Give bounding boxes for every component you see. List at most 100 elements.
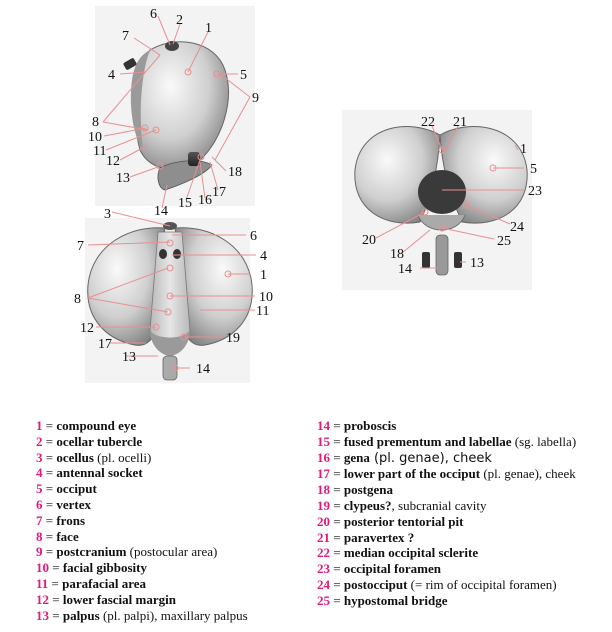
label-11: 11 [93, 144, 106, 159]
legend-item-13: 13 = palpus (pl. palpi), maxillary palpu… [36, 608, 306, 624]
label-21: 21 [453, 115, 467, 130]
legend-term: palpus [63, 608, 100, 623]
legend-item-12: 12 = lower fascial margin [36, 592, 306, 608]
label-13: 13 [470, 256, 484, 271]
label-11: 11 [256, 304, 269, 319]
legend-term: occiput [56, 481, 96, 496]
label-4: 4 [108, 68, 115, 83]
legend-term: vertex [56, 497, 91, 512]
label-1: 1 [520, 142, 527, 157]
label-8: 8 [92, 115, 99, 130]
legend-number: 12 [36, 592, 49, 607]
label-24: 24 [510, 220, 524, 235]
legend-number: 6 [36, 497, 43, 512]
label-1: 1 [260, 268, 267, 283]
legend-number: 8 [36, 529, 43, 544]
legend-item-2: 2 = ocellar tubercle [36, 434, 306, 450]
label-22: 22 [421, 115, 435, 130]
legend-term: clypeus? [344, 498, 392, 513]
legend-number: 13 [36, 608, 49, 623]
legend-note: (pl. ocelli) [94, 450, 151, 465]
label-16: 16 [198, 193, 212, 208]
label-18: 18 [390, 247, 404, 262]
legend-term: ocellus [56, 450, 94, 465]
legend-term: fused prementum and labellae [344, 434, 512, 449]
label-10: 10 [259, 290, 273, 305]
legend-number: 22 [317, 545, 330, 560]
legend-number: 2 [36, 434, 43, 449]
legend-term: compound eye [56, 418, 136, 433]
legend-term: gena [344, 450, 370, 465]
frontal-view [85, 218, 252, 383]
label-4: 4 [260, 249, 267, 264]
legend-item-7: 7 = frons [36, 513, 306, 529]
label-6: 6 [150, 7, 157, 22]
legend-number: 4 [36, 465, 43, 480]
legend-item-4: 4 = antennal socket [36, 465, 306, 481]
legend-item-21: 21 = paravertex ? [317, 530, 609, 546]
legend-term: posterior tentorial pit [344, 514, 464, 529]
legend-number: 14 [317, 418, 330, 433]
label-23: 23 [528, 184, 542, 199]
legend-number: 11 [36, 576, 48, 591]
label-19: 19 [226, 331, 240, 346]
legend-number: 21 [317, 530, 330, 545]
label-17: 17 [212, 185, 226, 200]
legend-number: 1 [36, 418, 43, 433]
legend-item-15: 15 = fused prementum and labellae (sg. l… [317, 434, 609, 450]
legend-number: 3 [36, 450, 43, 465]
label-15: 15 [178, 196, 192, 211]
legend-term: lower fascial margin [63, 592, 176, 607]
legend-item-1: 1 = compound eye [36, 418, 306, 434]
legend-term: postocciput [344, 577, 408, 592]
label-1: 1 [205, 21, 212, 36]
legend-note: (pl. genae), cheek [480, 466, 576, 481]
legend-number: 24 [317, 577, 330, 592]
legend-term: face [56, 529, 78, 544]
label-3: 3 [104, 207, 111, 222]
legend-term: median occipital sclerite [344, 545, 478, 560]
legend-item-11: 11 = parafacial area [36, 576, 306, 592]
legend-note: (pl. palpi), maxillary palpus [100, 608, 248, 623]
legend-term: lower part of the occiput [344, 466, 480, 481]
legend-number: 17 [317, 466, 330, 481]
legend-number: 19 [317, 498, 330, 513]
legend-number: 18 [317, 482, 330, 497]
head-morphology-figure: 6 2 1 7 4 5 9 8 10 11 12 13 18 15 16 17 … [0, 0, 612, 400]
legend-note: (sg. labella) [512, 434, 577, 449]
legend-item-22: 22 = median occipital sclerite [317, 545, 609, 561]
legend-item-18: 18 = postgena [317, 482, 609, 498]
legend-term: occipital foramen [344, 561, 441, 576]
legend-number: 20 [317, 514, 330, 529]
legend-item-24: 24 = postocciput (= rim of occipital for… [317, 577, 609, 593]
legend-term: postcranium [56, 544, 126, 559]
legend-item-19: 19 = clypeus?, subcranial cavity [317, 498, 609, 514]
legend-note: (pl. genae), cheek [370, 451, 492, 466]
label-7: 7 [122, 29, 129, 44]
legend-item-3: 3 = ocellus (pl. ocelli) [36, 450, 306, 466]
label-12: 12 [106, 154, 120, 169]
label-17: 17 [98, 337, 112, 352]
legend-term: paravertex ? [344, 530, 414, 545]
label-14: 14 [398, 262, 412, 277]
legend-term: frons [56, 513, 85, 528]
legend-number: 9 [36, 544, 43, 559]
label-14: 14 [154, 204, 168, 219]
legend-left-column: 1 = compound eye2 = ocellar tubercle3 = … [36, 418, 306, 623]
legend-item-14: 14 = proboscis [317, 418, 609, 434]
legend-number: 5 [36, 481, 43, 496]
legend-number: 16 [317, 450, 330, 465]
legend-number: 23 [317, 561, 330, 576]
label-13: 13 [122, 350, 136, 365]
label-14: 14 [196, 362, 210, 377]
legend-item-16: 16 = gena (pl. genae), cheek [317, 450, 609, 467]
legend-item-10: 10 = facial gibbosity [36, 560, 306, 576]
legend-item-6: 6 = vertex [36, 497, 306, 513]
label-12: 12 [80, 321, 94, 336]
legend-item-25: 25 = hypostomal bridge [317, 593, 609, 609]
label-5: 5 [240, 68, 247, 83]
label-7: 7 [77, 239, 84, 254]
legend-item-8: 8 = face [36, 529, 306, 545]
legend-note: , subcranial cavity [392, 498, 487, 513]
legend-number: 15 [317, 434, 330, 449]
